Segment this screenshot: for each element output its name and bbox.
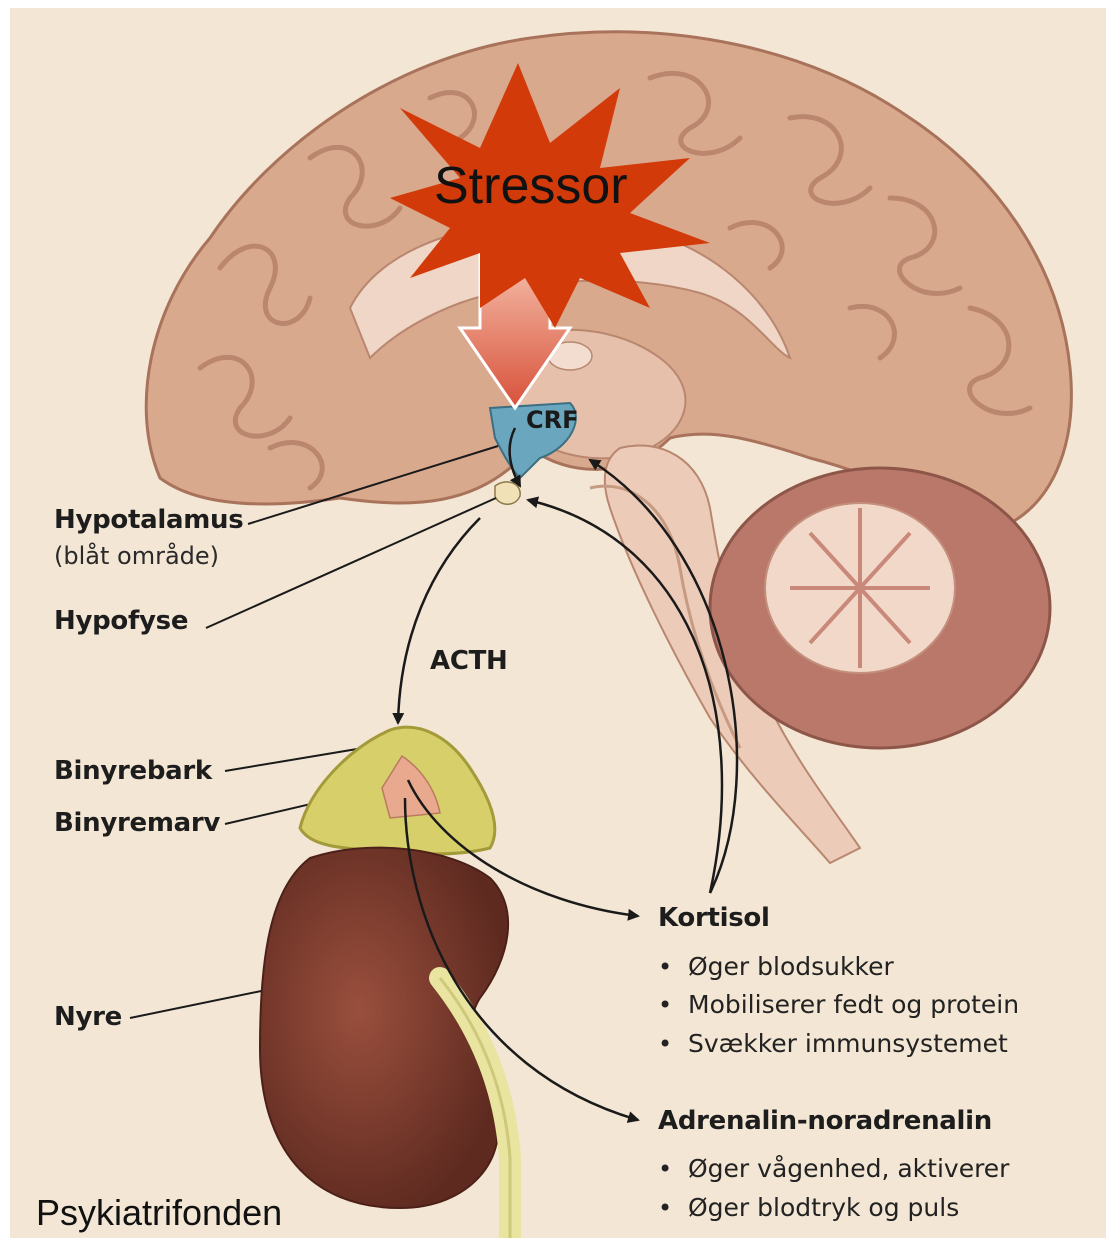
adrenalin-title: Adrenalin-noradrenalin [658, 1106, 992, 1136]
pituitary [495, 482, 520, 504]
adrenalin-effect: Øger blodtryk og puls [658, 1193, 959, 1222]
hypofyse-label: Hypofyse [54, 606, 188, 636]
stressor-label: Stressor [434, 156, 628, 216]
binyremarv-label: Binyremarv [54, 808, 220, 838]
nyre-label: Nyre [54, 1002, 122, 1032]
kortisol-title: Kortisol [658, 903, 770, 933]
kortisol-effect: Øger blodsukker [658, 952, 894, 981]
adrenalin-effect: Øger vågenhed, aktiverer [658, 1154, 1009, 1183]
credit-label: Psykiatrifonden [36, 1192, 282, 1234]
hpa-axis-diagram: Stressor CRF Hypotalamus (blåt område) H… [10, 8, 1106, 1238]
kortisol-effect: Mobiliserer fedt og protein [658, 990, 1019, 1019]
hypotalamus-note: (blåt område) [54, 542, 219, 570]
acth-label: ACTH [430, 646, 508, 676]
hypotalamus-label: Hypotalamus [54, 505, 243, 535]
acth-arrow [398, 518, 480, 723]
binyrebark-label: Binyrebark [54, 756, 212, 786]
kortisol-effect: Svækker immunsystemet [658, 1029, 1008, 1058]
crf-label: CRF [526, 406, 579, 434]
